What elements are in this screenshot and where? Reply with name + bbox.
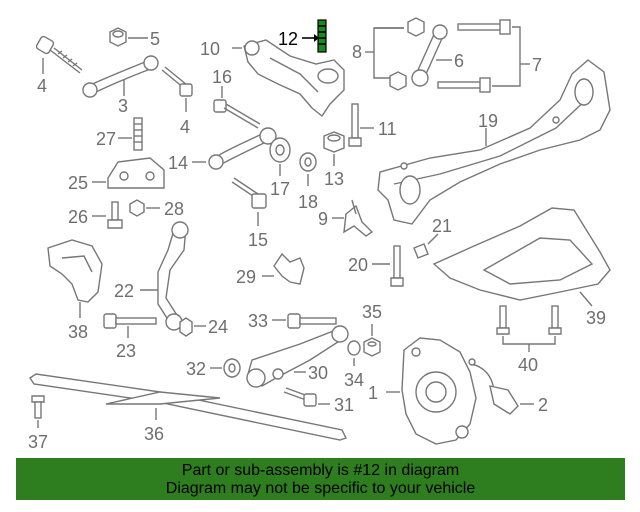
part-17-bushing[interactable] (269, 137, 291, 163)
label-32: 32 (186, 359, 206, 379)
part-7-bolt-top[interactable] (457, 19, 511, 35)
part-27-stud[interactable] (133, 117, 143, 151)
part-25-bracket[interactable] (107, 157, 165, 189)
part-26-bolt[interactable] (107, 201, 123, 229)
banner-line-2: Diagram may not be specific to your vehi… (165, 480, 476, 497)
part-33-bolt[interactable] (287, 313, 337, 329)
part-39-underbody-shield[interactable] (432, 207, 611, 301)
label-36: 36 (144, 424, 164, 444)
label-40: 40 (518, 355, 538, 375)
part-31-bolt[interactable] (283, 387, 317, 407)
label-2: 2 (538, 395, 548, 415)
label-6: 6 (454, 51, 464, 71)
label-4-right: 4 (180, 117, 190, 137)
label-23: 23 (116, 341, 136, 361)
part-32-washer[interactable] (223, 358, 241, 378)
part-24-nut[interactable] (179, 317, 193, 337)
part-7-bolt-bottom[interactable] (437, 77, 491, 93)
label-29: 29 (236, 267, 256, 287)
label-37: 37 (28, 432, 48, 452)
banner-line-1: Part or sub-assembly is #12 in diagram (181, 462, 460, 479)
label-11: 11 (378, 119, 397, 139)
parts-diagram: 4 5 3 4 27 25 26 28 (28, 17, 611, 452)
label-20: 20 (348, 255, 368, 275)
label-16: 16 (212, 67, 232, 87)
label-24: 24 (208, 317, 228, 337)
part-8-nut-bottom[interactable] (389, 71, 407, 91)
label-38: 38 (68, 322, 88, 342)
part-8-nut-top[interactable] (407, 17, 425, 37)
label-18: 18 (298, 192, 318, 212)
label-30: 30 (308, 363, 328, 383)
part-15-bolt[interactable] (231, 177, 267, 209)
label-22: 22 (114, 281, 134, 301)
label-12: 12 (278, 29, 298, 49)
label-10: 10 (200, 39, 220, 59)
part-4-bolt-right[interactable] (161, 66, 193, 97)
part-38-heat-shield[interactable] (47, 239, 103, 303)
label-13: 13 (324, 169, 344, 189)
part-2-sensor-bracket[interactable] (468, 358, 519, 415)
label-17: 17 (270, 179, 290, 199)
part-5-nut[interactable] (109, 27, 127, 47)
part-21-clip[interactable] (413, 243, 429, 259)
part-40-bolt-left[interactable] (496, 305, 510, 335)
label-1: 1 (368, 383, 378, 403)
part-40-bolt-right[interactable] (548, 305, 562, 335)
label-31: 31 (334, 395, 354, 415)
label-28: 28 (164, 199, 184, 219)
label-26: 26 (68, 207, 88, 227)
info-banner: Part or sub-assembly is #12 in diagram D… (16, 458, 625, 500)
part-22-control-arm[interactable] (157, 221, 189, 331)
label-35: 35 (362, 302, 382, 322)
part-4-bolt-left[interactable] (35, 35, 83, 74)
part-6-link[interactable] (411, 24, 448, 87)
part-20-bolt[interactable] (390, 245, 404, 287)
part-36-cross-brace[interactable] (29, 373, 347, 441)
part-16-bolt[interactable] (213, 99, 261, 129)
part-12-stud[interactable] (317, 19, 327, 53)
part-3-link-arm[interactable] (82, 55, 159, 98)
label-4-left: 4 (37, 76, 47, 96)
label-19: 19 (478, 111, 498, 131)
part-11-bolt[interactable] (348, 103, 362, 147)
label-15: 15 (248, 230, 268, 250)
part-30-lower-arm[interactable] (246, 325, 349, 388)
part-34-washer[interactable] (347, 340, 361, 356)
label-3: 3 (118, 96, 128, 116)
label-21: 21 (432, 216, 452, 236)
part-35-nut[interactable] (363, 337, 381, 357)
part-37-bolt[interactable] (31, 395, 45, 419)
part-14-link-arm[interactable] (208, 127, 277, 170)
label-9: 9 (318, 209, 328, 229)
label-39: 39 (586, 308, 606, 328)
label-33: 33 (248, 311, 268, 331)
part-13-nut[interactable] (323, 131, 345, 153)
part-19-subframe[interactable] (377, 59, 611, 225)
label-5: 5 (150, 29, 160, 49)
part-9-bracket[interactable] (343, 199, 374, 237)
label-34: 34 (344, 370, 364, 390)
label-27: 27 (96, 129, 116, 149)
label-25: 25 (68, 173, 88, 193)
part-10-mount-bracket[interactable] (243, 39, 345, 118)
label-14: 14 (168, 153, 188, 173)
label-7: 7 (532, 55, 542, 75)
part-29-bracket[interactable] (273, 252, 305, 285)
part-23-bolt[interactable] (103, 313, 157, 329)
part-1-wheel-carrier[interactable] (401, 337, 477, 445)
part-28-nut[interactable] (129, 199, 145, 217)
label-8: 8 (352, 42, 362, 62)
part-18-washer[interactable] (299, 152, 317, 172)
